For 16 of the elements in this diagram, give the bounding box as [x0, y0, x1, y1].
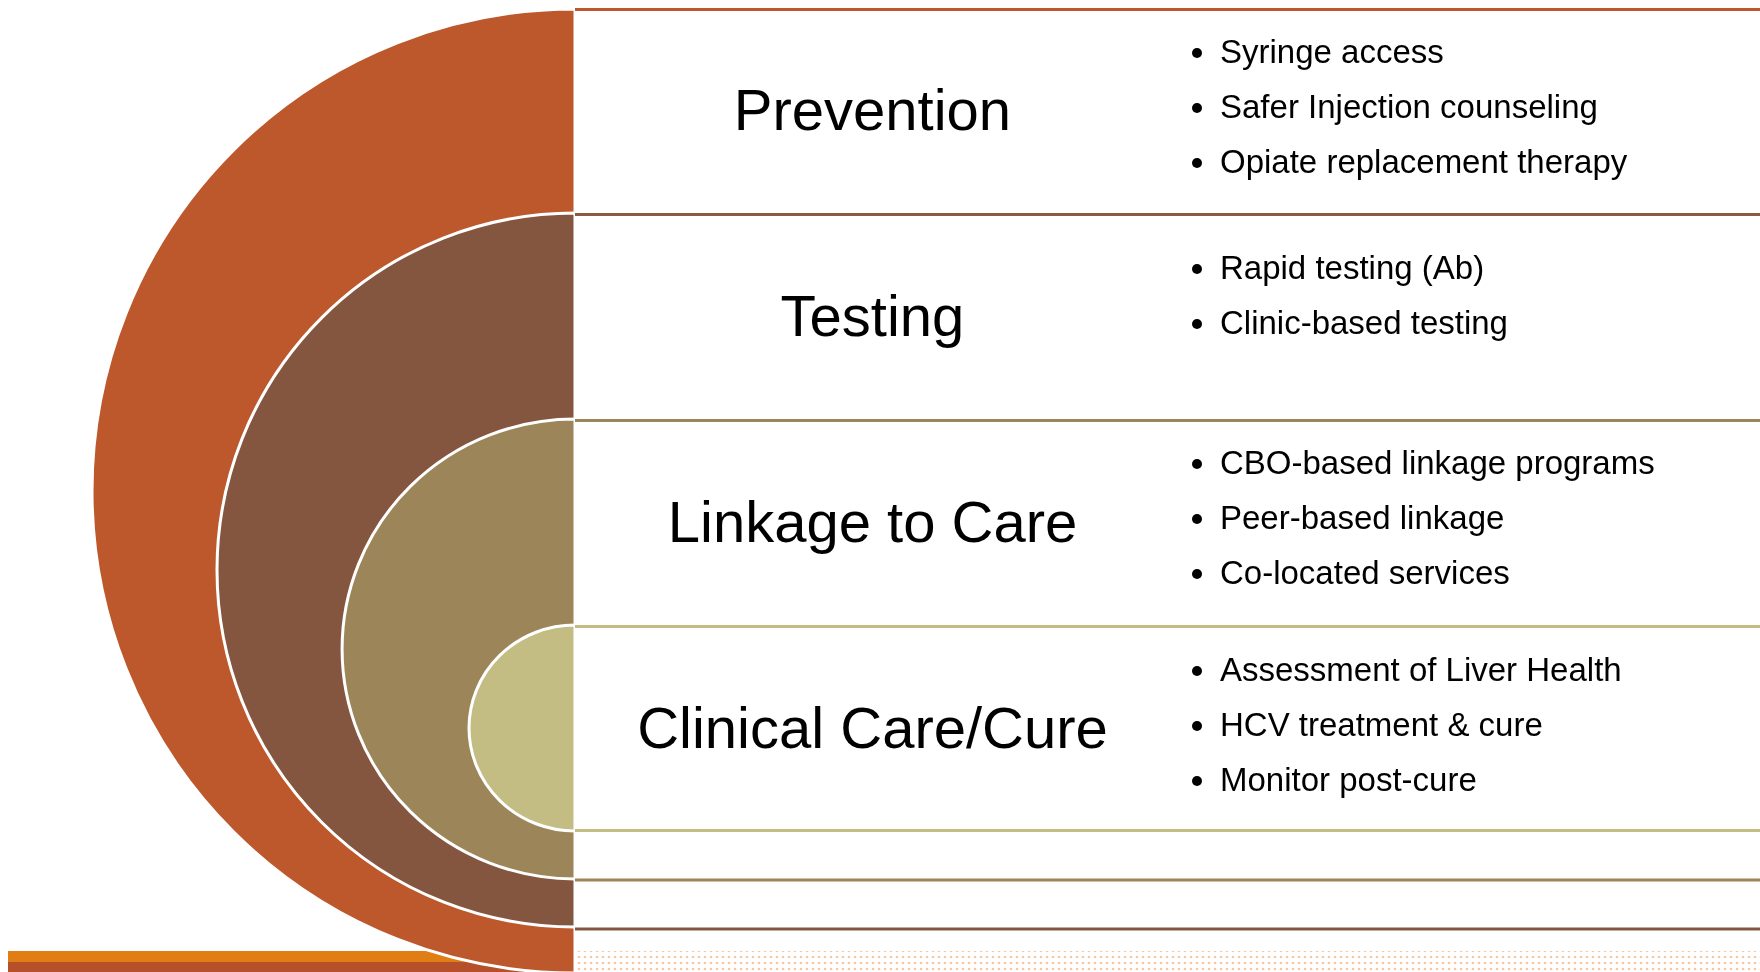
- bullet-item: Co-located services: [1220, 554, 1510, 591]
- bullet-item: Opiate replacement therapy: [1220, 143, 1628, 180]
- stage-title: Clinical Care/Cure: [636, 694, 1109, 761]
- bullet-item: HCV treatment & cure: [1220, 706, 1543, 743]
- bullet-item: Safer Injection counseling: [1220, 88, 1598, 125]
- bullet-item: Syringe access: [1220, 33, 1444, 70]
- bullet-item: Clinic-based testing: [1220, 304, 1508, 341]
- stage-title: Testing: [779, 282, 966, 349]
- bullet-item: Assessment of Liver Health: [1220, 651, 1622, 688]
- stage-title: Linkage to Care: [666, 488, 1079, 555]
- bullet-item: Monitor post-cure: [1220, 761, 1477, 798]
- bullet-item: Peer-based linkage: [1220, 499, 1505, 536]
- bullet-item: Rapid testing (Ab): [1220, 249, 1485, 286]
- bullet-item: CBO-based linkage programs: [1220, 444, 1655, 481]
- stage-title: Prevention: [732, 76, 1013, 143]
- stage-band: [575, 625, 1760, 832]
